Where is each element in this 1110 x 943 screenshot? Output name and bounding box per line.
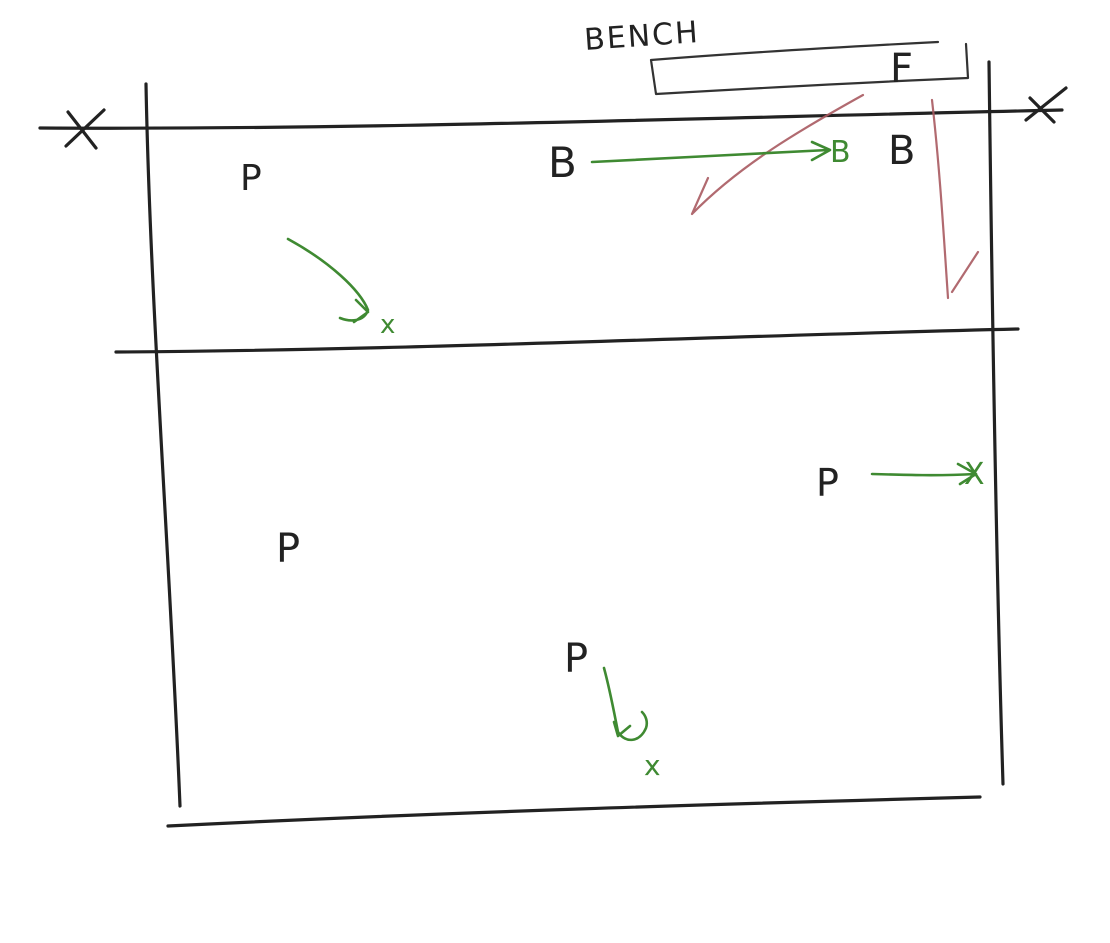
- corner-x-right-icon: [1024, 86, 1068, 124]
- player-2-move-arrow: [870, 462, 978, 486]
- court-left-line: [144, 82, 182, 808]
- ball-1-label: B: [548, 138, 577, 187]
- court-mid-line: [114, 327, 1020, 354]
- corner-x-right-label: X: [0, 0, 1, 1]
- court-bottom-line: [166, 795, 982, 828]
- bench-box: [649, 40, 970, 96]
- ball-3-label: B: [888, 128, 915, 174]
- target-3-label: x: [644, 749, 661, 782]
- pass-arrow: [590, 140, 832, 164]
- bench-label: BENCH: [583, 15, 701, 58]
- target-1-label: x: [380, 310, 395, 340]
- player-4-label: P: [564, 636, 588, 682]
- target-2-label: X: [964, 457, 985, 492]
- player-3-label: P: [276, 526, 300, 572]
- court-right-line: [987, 60, 1005, 786]
- player-1-label: P: [240, 158, 262, 199]
- bench-marker-label: F: [890, 46, 913, 92]
- corner-x-left-icon: [64, 108, 106, 150]
- player-1-move-arrow: [286, 237, 370, 324]
- court-top-line: [38, 108, 1064, 130]
- red-path-vertical: [930, 98, 980, 300]
- ball-2-label: B: [830, 135, 851, 170]
- red-path-diagonal: [690, 93, 865, 216]
- player-4-move-arrow: [602, 666, 649, 742]
- player-2-label: P: [816, 461, 839, 505]
